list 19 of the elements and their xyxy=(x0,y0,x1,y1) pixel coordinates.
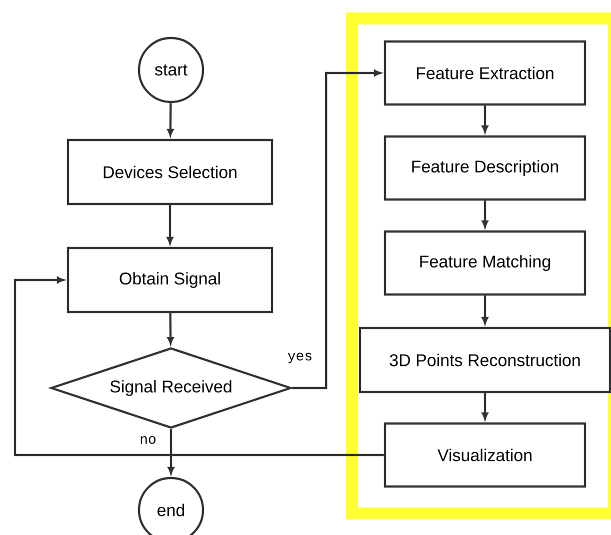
process-box: Feature Description xyxy=(384,135,586,201)
arrow xyxy=(482,200,488,228)
arrow xyxy=(167,313,174,344)
process-box: Feature Matching xyxy=(384,230,586,296)
process-box: Feature Extraction xyxy=(384,40,586,106)
process-box: Devices Selection xyxy=(66,138,274,206)
process-box: Obtain Signal xyxy=(66,246,274,314)
process-box: 3D Points Reconstruction xyxy=(358,326,611,394)
arrow xyxy=(482,106,488,133)
edge-label: no xyxy=(140,436,156,444)
arrow xyxy=(482,393,488,420)
highlight-frame xyxy=(346,12,611,520)
arrow xyxy=(167,103,174,136)
arrow xyxy=(168,429,174,474)
arrow xyxy=(482,296,488,324)
process-box: Visualization xyxy=(384,422,586,488)
arrow xyxy=(166,205,174,244)
arrow xyxy=(292,70,382,390)
arrow xyxy=(14,276,384,456)
